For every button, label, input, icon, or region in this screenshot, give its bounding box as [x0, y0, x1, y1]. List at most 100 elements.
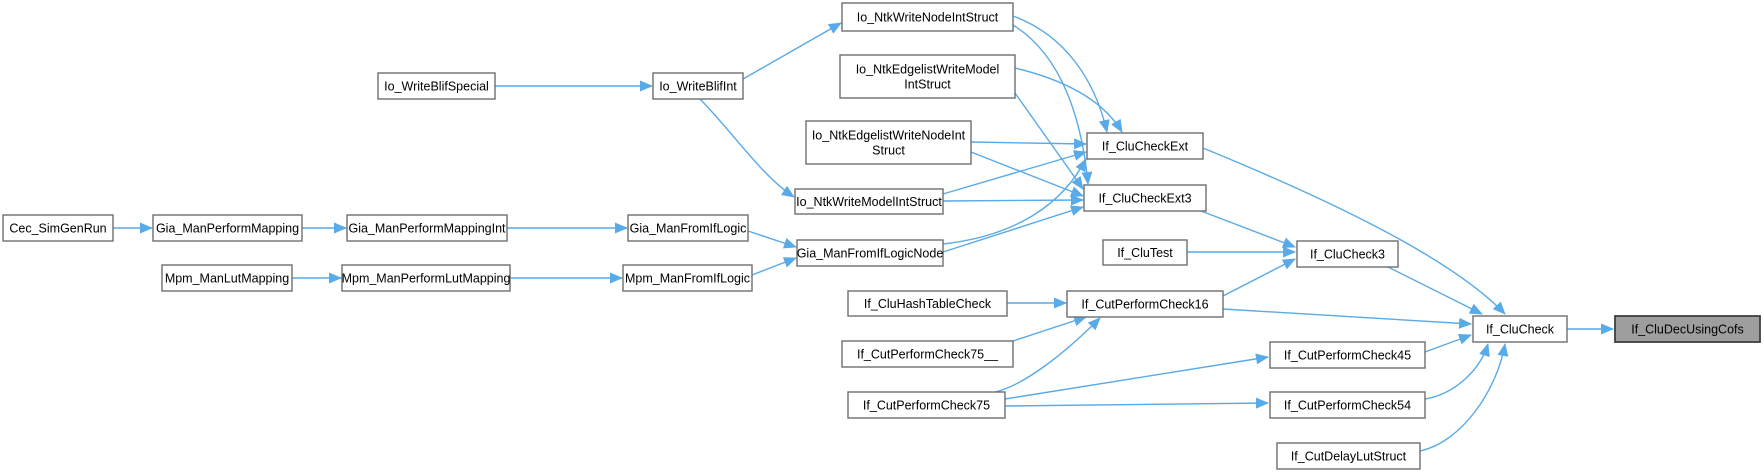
- node-box-cec_simgenrun: [2, 214, 114, 242]
- node-box-io_ntkedgelistwritenodeintstruct: [805, 120, 972, 165]
- node-gia_manfromiflogic[interactable]: Gia_ManFromIfLogic: [627, 214, 749, 242]
- edge-io_writeblifint-to-io_ntkwritenodeintstruct: [742, 22, 842, 80]
- node-label-if_cutperformcheck16: If_CutPerformCheck16: [1081, 298, 1208, 312]
- node-box-if_clutest: [1102, 239, 1188, 266]
- node-label-if_cutperformcheck45: If_CutPerformCheck45: [1284, 349, 1411, 363]
- node-if_clucheck[interactable]: If_CluCheck: [1472, 315, 1568, 343]
- node-gia_manperformmapping[interactable]: Gia_ManPerformMapping: [152, 214, 303, 242]
- node-io_ntkwritemodelintstruct[interactable]: Io_NtkWriteModelIntStruct: [794, 188, 944, 215]
- node-if_cutperformcheck75[interactable]: If_CutPerformCheck75: [847, 391, 1006, 419]
- edge-if_clucheck3-to-if_clucheck: [1385, 265, 1483, 315]
- edge-if_cutperformcheck75-to-if_cutperformcheck45: [1004, 353, 1269, 400]
- node-label-if_clucheck3: If_CluCheck3: [1310, 248, 1385, 262]
- node-if_cutperformcheck75__[interactable]: If_CutPerformCheck75__: [841, 340, 1014, 368]
- node-label-gia_manfromiflogicnode: Gia_ManFromIfLogicNode: [797, 247, 944, 261]
- edge-if_clucheckext3-to-if_clucheck3: [1200, 210, 1296, 248]
- node-box-gia_manfromiflogicnode: [796, 239, 944, 267]
- node-box-mpm_manperformlutmapping: [341, 264, 511, 292]
- node-label-mpm_manfromiflogic: Mpm_ManFromIfLogic: [625, 272, 750, 286]
- node-box-if_clucheckext: [1086, 132, 1204, 160]
- node-mpm_manfromiflogic[interactable]: Mpm_ManFromIfLogic: [622, 264, 753, 292]
- edge-if_cutperformcheck75-to-if_cutperformcheck54: [1004, 397, 1269, 409]
- edge-if_cutperformcheck54-to-if_clucheck: [1424, 343, 1490, 400]
- edge-io_ntkwritenodeintstruct-to-if_clucheckext3: [1012, 24, 1093, 185]
- edge-io_ntkwritenodeintstruct-to-if_clucheckext: [1012, 15, 1110, 133]
- node-label-if_clucheckext3: If_CluCheckExt3: [1098, 192, 1191, 206]
- node-label-if_clutest: If_CluTest: [1117, 246, 1173, 260]
- edge-if_clucheckext-to-if_clucheck: [1202, 147, 1506, 315]
- node-if_clucheckext[interactable]: If_CluCheckExt: [1086, 132, 1204, 160]
- node-box-if_cluhashtablecheck: [847, 290, 1008, 317]
- node-if_cutdelaylutstruct[interactable]: If_CutDelayLutStruct: [1276, 442, 1421, 470]
- node-label-gia_manfromiflogic: Gia_ManFromIfLogic: [630, 222, 747, 236]
- node-box-gia_manperformmapping: [152, 214, 303, 242]
- node-if_cutperformcheck45[interactable]: If_CutPerformCheck45: [1269, 341, 1426, 369]
- node-box-if_clucheck: [1472, 315, 1568, 343]
- node-label-if_cutperformcheck54: If_CutPerformCheck54: [1284, 399, 1411, 413]
- node-box-if_clucheck3: [1296, 240, 1399, 268]
- edge-io_writeblifint-to-io_ntkwritemodelintstruct: [699, 98, 795, 198]
- node-gia_manfromiflogicnode[interactable]: Gia_ManFromIfLogicNode: [796, 239, 944, 267]
- node-label-if_cutperformcheck75__: If_CutPerformCheck75__: [857, 348, 999, 362]
- node-box-if_cutperformcheck75__: [841, 340, 1014, 368]
- node-box-io_ntkwritemodelintstruct: [794, 188, 944, 215]
- node-box-io_ntkwritenodeintstruct: [841, 2, 1014, 32]
- node-label-mpm_manlutmapping: Mpm_ManLutMapping: [165, 272, 289, 286]
- node-label-mpm_manperformlutmapping: Mpm_ManPerformLutMapping: [342, 272, 511, 286]
- node-box-io_ntkedgelistwritemodelintstruct: [839, 54, 1016, 99]
- node-cec_simgenrun[interactable]: Cec_SimGenRun: [2, 214, 114, 242]
- edge-io_ntkedgelistwritenodeintstruct-to-if_clucheckext: [970, 138, 1087, 150]
- edge-if_cutperformcheck16-to-if_clucheck3: [1222, 258, 1296, 297]
- node-label-io_writeblifint: Io_WriteBlifInt: [659, 80, 737, 94]
- node-if_clutest[interactable]: If_CluTest: [1102, 239, 1188, 266]
- node-mpm_manlutmapping[interactable]: Mpm_ManLutMapping: [161, 264, 293, 292]
- edge-mpm_manfromiflogic-to-gia_manfromiflogicnode: [751, 257, 797, 276]
- node-io_writeblifint[interactable]: Io_WriteBlifInt: [652, 72, 744, 100]
- node-if_clucheckext3[interactable]: If_CluCheckExt3: [1083, 184, 1207, 212]
- edge-io_ntkedgelistwritemodelintstruct-to-if_clucheckext3: [1014, 92, 1084, 190]
- node-if_cludecusingcofs[interactable]: If_CluDecUsingCofs: [1614, 315, 1761, 343]
- node-mpm_manperformlutmapping[interactable]: Mpm_ManPerformLutMapping: [341, 264, 511, 292]
- node-label-io_writeblifspecial: Io_WriteBlifSpecial: [384, 80, 489, 94]
- node-box-if_cutdelaylutstruct: [1276, 442, 1421, 470]
- node-label-if_clucheck: If_CluCheck: [1486, 323, 1555, 337]
- edge-gia_manfromiflogicnode-to-if_clucheckext3: [942, 205, 1084, 253]
- node-box-gia_manfromiflogic: [627, 214, 749, 242]
- edge-if_cutdelaylutstruct-to-if_clucheck: [1419, 343, 1509, 452]
- edge-if_cutperformcheck75__-to-if_cutperformcheck16: [1012, 315, 1087, 342]
- node-label-if_cutperformcheck75: If_CutPerformCheck75: [863, 399, 990, 413]
- edges-layer: [113, 15, 1614, 452]
- node-box-if_cutperformcheck16: [1066, 290, 1224, 318]
- edge-if_cutperformcheck75-to-if_cutperformcheck16: [994, 317, 1101, 393]
- node-box-if_cutperformcheck75: [847, 391, 1006, 419]
- node-box-mpm_manlutmapping: [161, 264, 293, 292]
- node-label-io_ntkwritemodelintstruct: Io_NtkWriteModelIntStruct: [796, 195, 942, 209]
- node-box-io_writeblifint: [652, 72, 744, 100]
- node-label-if_cludecusingcofs: If_CluDecUsingCofs: [1631, 323, 1744, 337]
- edge-io_ntkwritemodelintstruct-to-if_clucheckext3: [942, 194, 1084, 206]
- node-if_cutperformcheck16[interactable]: If_CutPerformCheck16: [1066, 290, 1224, 318]
- edge-if_cutperformcheck16-to-if_clucheck: [1222, 308, 1472, 329]
- edge-gia_manfromiflogicnode-to-if_clucheckext: [942, 158, 1087, 245]
- node-io_ntkwritenodeintstruct[interactable]: Io_NtkWriteNodeIntStruct: [841, 2, 1014, 32]
- node-label-if_cutdelaylutstruct: If_CutDelayLutStruct: [1291, 450, 1407, 464]
- node-label-gia_manperformmapping: Gia_ManPerformMapping: [156, 222, 299, 236]
- node-if_cluhashtablecheck[interactable]: If_CluHashTableCheck: [847, 290, 1008, 317]
- node-box-mpm_manfromiflogic: [622, 264, 753, 292]
- node-if_cutperformcheck54[interactable]: If_CutPerformCheck54: [1269, 391, 1426, 419]
- node-box-if_cutperformcheck45: [1269, 341, 1426, 369]
- edge-io_ntkedgelistwritemodelintstruct-to-if_clucheckext: [1014, 67, 1123, 133]
- node-label-if_clucheckext: If_CluCheckExt: [1102, 140, 1189, 154]
- node-label-gia_manperformmappingint: Gia_ManPerformMappingInt: [348, 222, 506, 236]
- node-if_clucheck3[interactable]: If_CluCheck3: [1296, 240, 1399, 268]
- node-box-gia_manperformmappingint: [346, 214, 508, 242]
- node-io_writeblifspecial[interactable]: Io_WriteBlifSpecial: [377, 72, 496, 100]
- node-gia_manperformmappingint[interactable]: Gia_ManPerformMappingInt: [346, 214, 508, 242]
- edge-gia_manfromiflogic-to-gia_manfromiflogicnode: [747, 230, 797, 249]
- node-label-cec_simgenrun: Cec_SimGenRun: [9, 222, 106, 236]
